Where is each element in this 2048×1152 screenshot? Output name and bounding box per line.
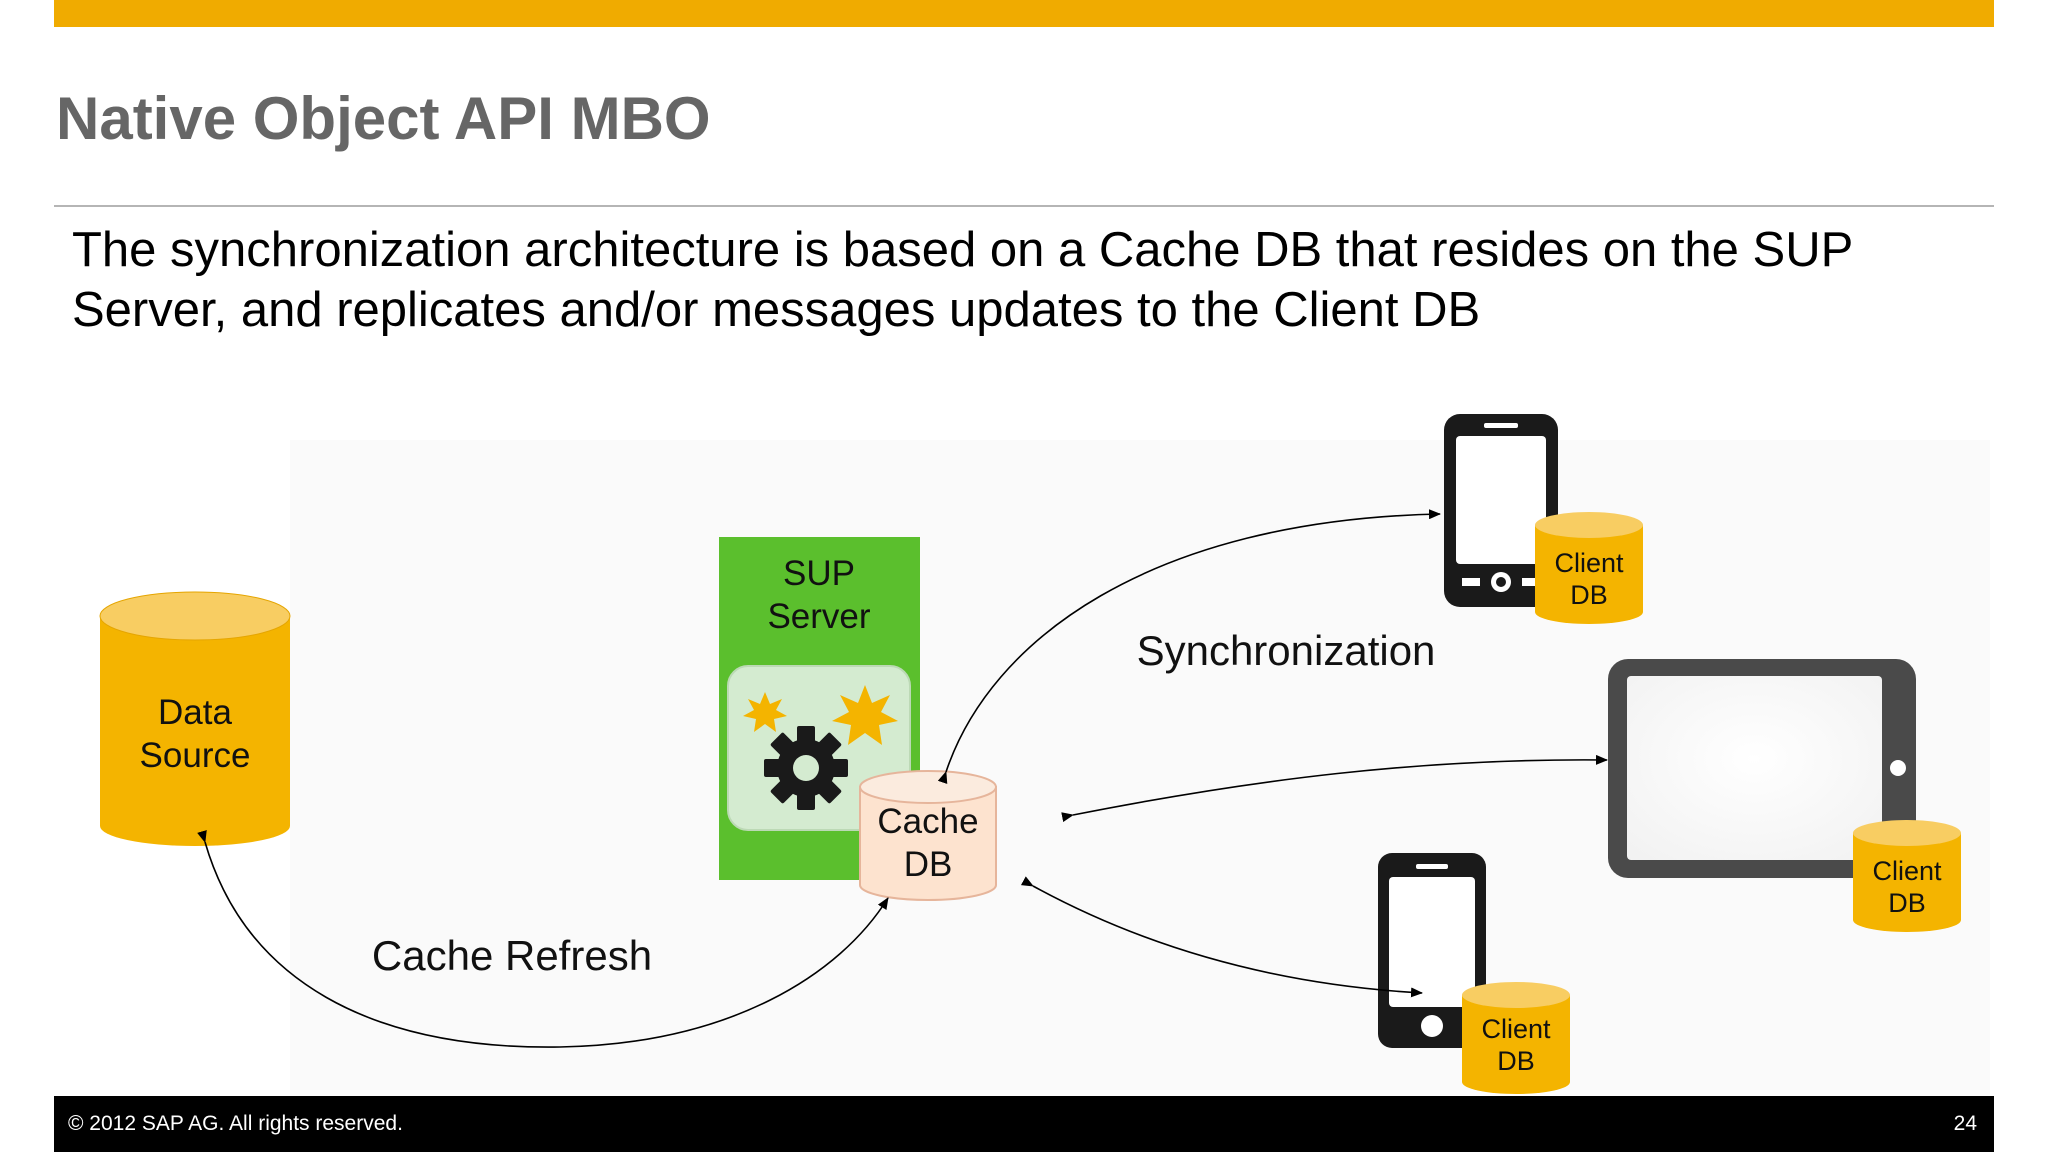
tablet-icon [1608, 659, 1916, 878]
data-source-label-line2: Source [140, 736, 251, 775]
gears-icon [743, 685, 898, 810]
sync-connector-phone-1 [937, 509, 1441, 785]
client-db-3-label-line2: DB [1497, 1046, 1535, 1076]
data-source-cylinder: Data Source [99, 591, 291, 846]
client-db-1: Client DB [1535, 512, 1643, 624]
cache-refresh-label: Cache Refresh [372, 932, 652, 979]
client-db-2: Client DB [1853, 820, 1961, 932]
title-divider [54, 205, 1994, 207]
footer-bar: © 2012 SAP AG. All rights reserved. 24 [54, 1096, 1994, 1152]
smartphone-icon [1444, 414, 1558, 607]
slide-title: Native Object API MBO [56, 85, 711, 152]
client-db-1-label-line1: Client [1554, 548, 1624, 578]
brand-top-bar [54, 0, 1994, 27]
server-label-line2: Server [767, 597, 870, 636]
sync-connector-tablet [1061, 754, 1608, 823]
synchronization-label: Synchronization [1137, 627, 1436, 674]
server-label-line1: SUP [783, 554, 855, 593]
client-db-2-label-line2: DB [1888, 888, 1926, 918]
cache-db-label-line2: DB [904, 845, 953, 884]
cache-db-cylinder: Cache DB [859, 770, 997, 901]
client-db-1-label-line2: DB [1570, 580, 1608, 610]
data-source-label-line1: Data [158, 693, 232, 732]
cache-db-label-line1: Cache [877, 802, 978, 841]
slide-body-text: The synchronization architecture is base… [72, 223, 1853, 337]
client-db-2-label-line1: Client [1872, 856, 1942, 886]
page-number: 24 [1953, 1112, 1977, 1135]
sync-connector-phone-2 [1020, 876, 1423, 998]
cache-refresh-connector [197, 830, 889, 1048]
client-db-3-label-line1: Client [1481, 1014, 1551, 1044]
client-db-3: Client DB [1462, 982, 1570, 1094]
copyright-text: © 2012 SAP AG. All rights reserved. [68, 1112, 403, 1135]
